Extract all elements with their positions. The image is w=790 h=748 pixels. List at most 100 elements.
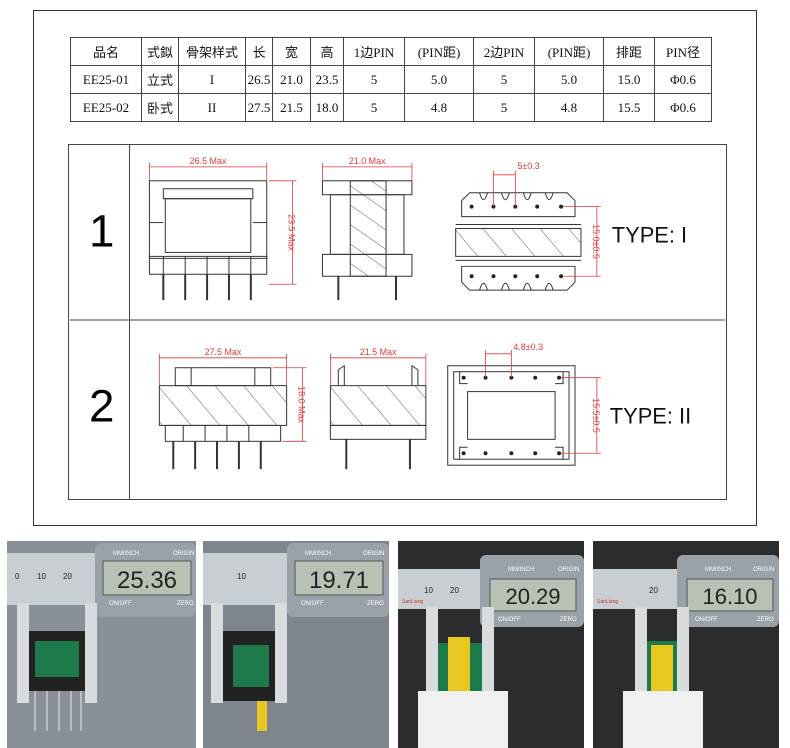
- zero-label: ZERO: [177, 601, 194, 607]
- header-cell: (PIN距): [404, 37, 474, 66]
- row2-row-pitch-dimension: 15.5±0.5: [591, 398, 601, 433]
- header-cell: (PIN距): [534, 37, 604, 66]
- row2-bottom-dimensions: [485, 349, 601, 454]
- cell: 5.0: [404, 65, 474, 94]
- row1-front-dimensions: [149, 162, 297, 285]
- row1-front-view: [148, 180, 268, 301]
- cell: EE25-01: [70, 65, 142, 94]
- cell: 26.5: [245, 65, 273, 94]
- cell: Φ0.6: [654, 65, 712, 94]
- scale-label: 20: [649, 586, 658, 595]
- header-cell: 排距: [603, 37, 655, 66]
- row2-side-dimensions: [329, 353, 427, 386]
- zero-label: ZERO: [367, 601, 384, 607]
- onoff-label: ON/OFF: [301, 601, 324, 607]
- row2-length-dimension: 27.5 Max: [205, 347, 242, 357]
- header-cell: 高: [310, 37, 344, 66]
- cell: I: [178, 65, 246, 94]
- table-row: EE25-01 立式 I 26.5 21.0 23.5 5 5.0 5 5.0 …: [70, 65, 712, 94]
- cell: II: [178, 93, 246, 122]
- scale-label: 20: [63, 572, 72, 581]
- header-cell: 1边PIN: [343, 37, 405, 66]
- origin-label: ORIGIN: [558, 567, 579, 573]
- origin-label: ORIGIN: [173, 551, 194, 557]
- lcd-reading: 25.36: [117, 567, 177, 594]
- row2-pin-dots: [461, 375, 562, 456]
- row2-side-view: [329, 364, 427, 470]
- row1-bottom-dimensions: [493, 170, 601, 277]
- header-cell: 2边PIN: [473, 37, 535, 66]
- row1-row-pitch-dimension: 15.0±0.5: [591, 224, 601, 259]
- row2-bottom-view: [447, 365, 576, 466]
- lcd-reading: 16.10: [702, 584, 757, 609]
- row2-height-dimension: 18.0 Max: [297, 386, 307, 423]
- scale-label: 10: [37, 572, 46, 581]
- row1-height-dimension: 23.5 Max: [287, 214, 297, 251]
- caliper-photo-strip: 25.36 MM/INCH ORIGIN ON/OFF ZERO 0 10 20…: [0, 541, 790, 748]
- onoff-label: ON/OFF: [109, 601, 132, 607]
- mm-inch-label: MM/INCH: [508, 567, 534, 573]
- cell: 4.8: [534, 93, 604, 122]
- cell: 5: [343, 65, 405, 94]
- row2-pin-pitch-dimension: 4.8±0.3: [513, 342, 543, 352]
- mm-inch-label: MM/INCH: [113, 551, 139, 557]
- row2-type-label: TYPE: II: [610, 403, 691, 428]
- lcd-reading: 20.29: [505, 584, 560, 609]
- caliper-photo-4: 16.10 MM/INCH ORIGIN ON/OFF ZERO 20 SanL…: [593, 541, 779, 748]
- cell: 27.5: [245, 93, 273, 122]
- cell: 5: [473, 65, 535, 94]
- zero-label: ZERO: [757, 617, 774, 623]
- mm-inch-label: MM/INCH: [305, 551, 331, 557]
- header-cell: PIN径: [654, 37, 712, 66]
- cell: 15.0: [603, 65, 655, 94]
- cell: 卧式: [141, 93, 179, 122]
- row2-front-dimensions: [158, 353, 307, 442]
- row1-side-dimensions: [322, 162, 413, 181]
- header-cell: 品名: [70, 37, 142, 66]
- brand-logo: SanLiang: [597, 599, 618, 605]
- lcd-reading: 19.71: [309, 567, 369, 594]
- row1-pin-dots: [469, 204, 564, 279]
- cell: 15.5: [603, 93, 655, 122]
- cell: 4.8: [404, 93, 474, 122]
- cell: 23.5: [310, 65, 344, 94]
- scale-label: 10: [237, 572, 246, 581]
- scale-label: 20: [450, 586, 459, 595]
- drawing-panel: 1 2 26.5 Max 23.5 Max 21.0 Max: [68, 144, 727, 500]
- origin-label: ORIGIN: [363, 551, 384, 557]
- spec-table: 品名 式鉯 骨架样式 长 宽 高 1边PIN (PIN距) 2边PIN (PIN…: [70, 37, 712, 122]
- cell: 5: [343, 93, 405, 122]
- mm-inch-label: MM/INCH: [705, 567, 731, 573]
- caliper-photo-3: 20.29 MM/INCH ORIGIN ON/OFF ZERO 10 20 S…: [398, 541, 584, 748]
- cell: 21.0: [272, 65, 311, 94]
- scale-label: 0: [15, 572, 20, 581]
- cell: 21.5: [272, 93, 311, 122]
- row2-front-view: [158, 367, 288, 470]
- row-number-1: 1: [89, 205, 114, 256]
- scale-label: 10: [424, 586, 433, 595]
- row1-width-dimension: 21.0 Max: [349, 156, 386, 166]
- cell: Φ0.6: [654, 93, 712, 122]
- header-cell: 骨架样式: [178, 37, 246, 66]
- cell: 18.0: [310, 93, 344, 122]
- onoff-label: ON/OFF: [695, 617, 718, 623]
- row1-side-view: [321, 180, 413, 301]
- origin-label: ORIGIN: [753, 567, 774, 573]
- row1-type-label: TYPE: I: [612, 222, 687, 247]
- cell: 5.0: [534, 65, 604, 94]
- onoff-label: ON/OFF: [498, 617, 521, 623]
- header-cell: 宽: [272, 37, 311, 66]
- row1-length-dimension: 26.5 Max: [190, 156, 227, 166]
- cell: 立式: [141, 65, 179, 94]
- table-row: EE25-02 卧式 II 27.5 21.5 18.0 5 4.8 5 4.8…: [70, 93, 712, 122]
- row1-bottom-view: [455, 192, 582, 291]
- caliper-photo-1: 25.36 MM/INCH ORIGIN ON/OFF ZERO 0 10 20: [7, 541, 196, 748]
- header-cell: 长: [245, 37, 273, 66]
- caliper-photo-2: 19.71 MM/INCH ORIGIN ON/OFF ZERO 10: [203, 541, 389, 748]
- table-header-row: 品名 式鉯 骨架样式 长 宽 高 1边PIN (PIN距) 2边PIN (PIN…: [70, 37, 712, 66]
- cell: EE25-02: [70, 93, 142, 122]
- row-number-2: 2: [89, 380, 114, 431]
- brand-logo: SanLiang: [402, 599, 423, 605]
- row2-width-dimension: 21.5 Max: [360, 347, 397, 357]
- header-cell: 式鉯: [141, 37, 179, 66]
